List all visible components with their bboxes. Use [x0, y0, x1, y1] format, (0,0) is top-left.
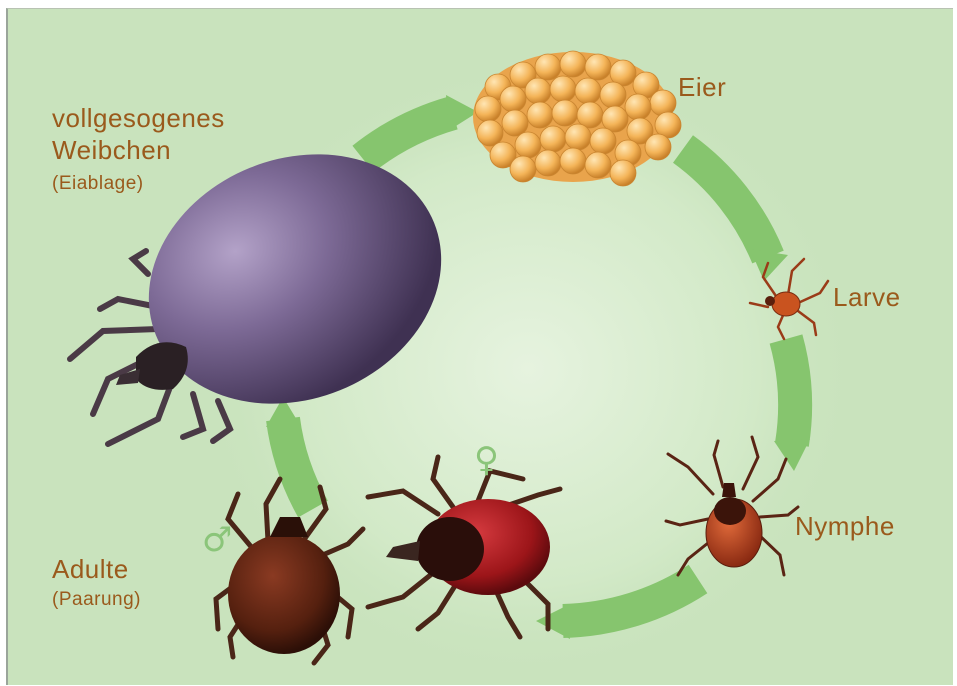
- label-larve: Larve: [833, 283, 901, 313]
- label-paarung: (Paarung): [52, 589, 141, 611]
- tick-life-cycle-diagram: Eier Larve Nymphe vollgesogenes Weibchen…: [6, 8, 953, 685]
- female-symbol-icon: ♀: [474, 443, 499, 477]
- label-adulte: Adulte: [52, 555, 129, 585]
- label-vollgesogenes: vollgesogenes: [52, 104, 225, 134]
- label-nymphe: Nymphe: [795, 512, 895, 542]
- label-eier: Eier: [678, 73, 726, 103]
- male-symbol-icon: ♂: [202, 523, 232, 557]
- label-eiablage: (Eiablage): [52, 173, 144, 195]
- label-weibchen: Weibchen: [52, 136, 171, 166]
- ring-segment-larva-to-nymph: [786, 339, 795, 444]
